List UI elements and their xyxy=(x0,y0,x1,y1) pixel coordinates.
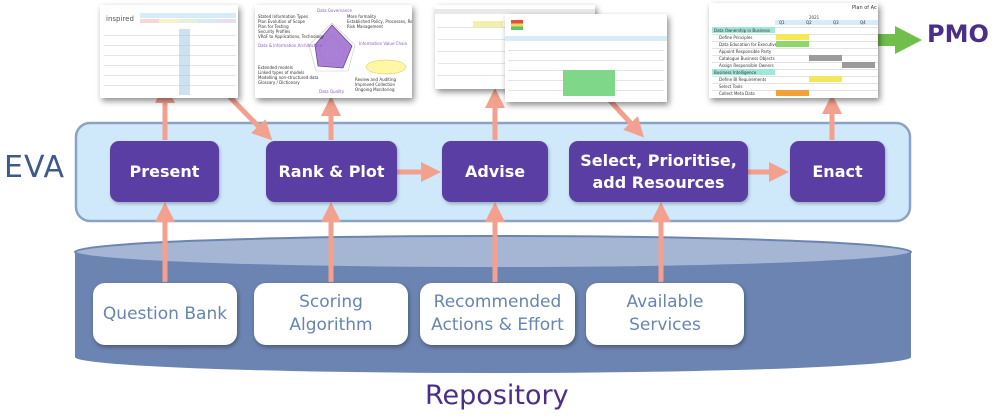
step-present[interactable]: Present xyxy=(110,141,219,202)
plan-gantt-bar-4 xyxy=(842,62,875,68)
survey-brand: inspired xyxy=(106,15,134,23)
radar-shape xyxy=(314,24,353,69)
plan-q1: Q1 xyxy=(779,20,785,25)
repository-label: Repository xyxy=(425,380,569,411)
pmo-label: PMO xyxy=(927,20,989,48)
step-select-prioritise[interactable]: Select, Prioritise, add Resources xyxy=(569,141,748,202)
radar-term-top: Data Governance xyxy=(317,8,352,13)
plan-row-7: Define BI Requirements xyxy=(719,77,767,82)
radar-list-right-bottom: Review and Auditing Improved Collection … xyxy=(355,77,397,92)
survey-highlight xyxy=(179,29,190,95)
plan-row-3: Appoint Responsible Party xyxy=(719,49,772,54)
radar-term-right: Information Value Chain xyxy=(359,41,408,46)
plan-section-2 xyxy=(712,69,775,75)
radar-list-right-top: More formality Established Policy, Proce… xyxy=(347,14,412,29)
plan-row-0: Data Ownership in Business xyxy=(714,28,770,33)
repository-to-eva-arrows xyxy=(155,202,671,282)
plan-row-8: Select Tools xyxy=(719,84,743,89)
plan-row-5: Assign Responsible Owners xyxy=(719,63,774,68)
radar-graphic xyxy=(308,22,407,75)
plan-year: 2021 xyxy=(809,15,820,20)
eva-label: EVA xyxy=(4,150,66,185)
plan-gantt-bar-2 xyxy=(776,41,809,47)
advice-front-header xyxy=(505,36,667,41)
plan-q2: Q2 xyxy=(806,20,812,25)
survey-grid xyxy=(104,27,236,95)
advice-back-highlight xyxy=(473,21,503,27)
plan-gantt-bar-5 xyxy=(809,76,842,82)
repo-scoring-algorithm[interactable]: Scoring Algorithm xyxy=(254,283,408,345)
survey-color-row xyxy=(140,19,236,23)
repo-available-services[interactable]: Available Services xyxy=(586,283,744,345)
step-rank-plot[interactable]: Rank & Plot xyxy=(266,141,397,202)
plan-row-1: Define Principles xyxy=(719,35,753,40)
advice-front-legend xyxy=(511,20,523,30)
plan-row-9: Collect Meta Data xyxy=(719,91,755,96)
radar-footer: Data Quality xyxy=(319,89,345,94)
plan-thumbnail: Plan of Ac 2021 Q1 Q2 Q3 Q4 Data Ownersh… xyxy=(709,3,878,98)
pmo-arrow xyxy=(866,26,922,54)
advice-back-header xyxy=(435,9,595,14)
radar-term-left: Data & Information Architecture xyxy=(258,43,323,48)
plan-gantt-bar-1 xyxy=(776,34,809,40)
step-enact[interactable]: Enact xyxy=(790,141,885,202)
radar-list-left-top: Stated Information Types Plan Evolution … xyxy=(258,14,325,39)
plan-section-1 xyxy=(712,27,775,33)
plan-row-2: Data Education for Executives xyxy=(719,42,780,47)
radar-list-left-bottom: Extended models Linked types of models M… xyxy=(258,65,319,85)
plan-row-6: Business Intelligence xyxy=(714,70,757,75)
plan-title: Plan of Ac xyxy=(852,5,877,11)
plan-quarter-header xyxy=(775,20,878,25)
survey-thumbnail: inspired xyxy=(100,5,238,98)
plan-row-4: Catalogue Business Objects xyxy=(719,56,775,61)
radar-thumbnail: Data Governance Stated Information Types… xyxy=(255,5,412,98)
survey-header-bar xyxy=(140,13,236,18)
step-advise[interactable]: Advise xyxy=(442,141,548,202)
repo-question-bank[interactable]: Question Bank xyxy=(93,283,237,345)
repo-recommended-actions[interactable]: Recommended Actions & Effort xyxy=(420,283,575,345)
advice-thumbnail-front xyxy=(505,14,667,102)
plan-gantt-bar-6 xyxy=(776,90,809,96)
plan-q4: Q4 xyxy=(860,20,866,25)
plan-q3: Q3 xyxy=(833,20,839,25)
plan-gantt-bar-3 xyxy=(809,55,842,61)
advice-front-green xyxy=(563,70,615,96)
